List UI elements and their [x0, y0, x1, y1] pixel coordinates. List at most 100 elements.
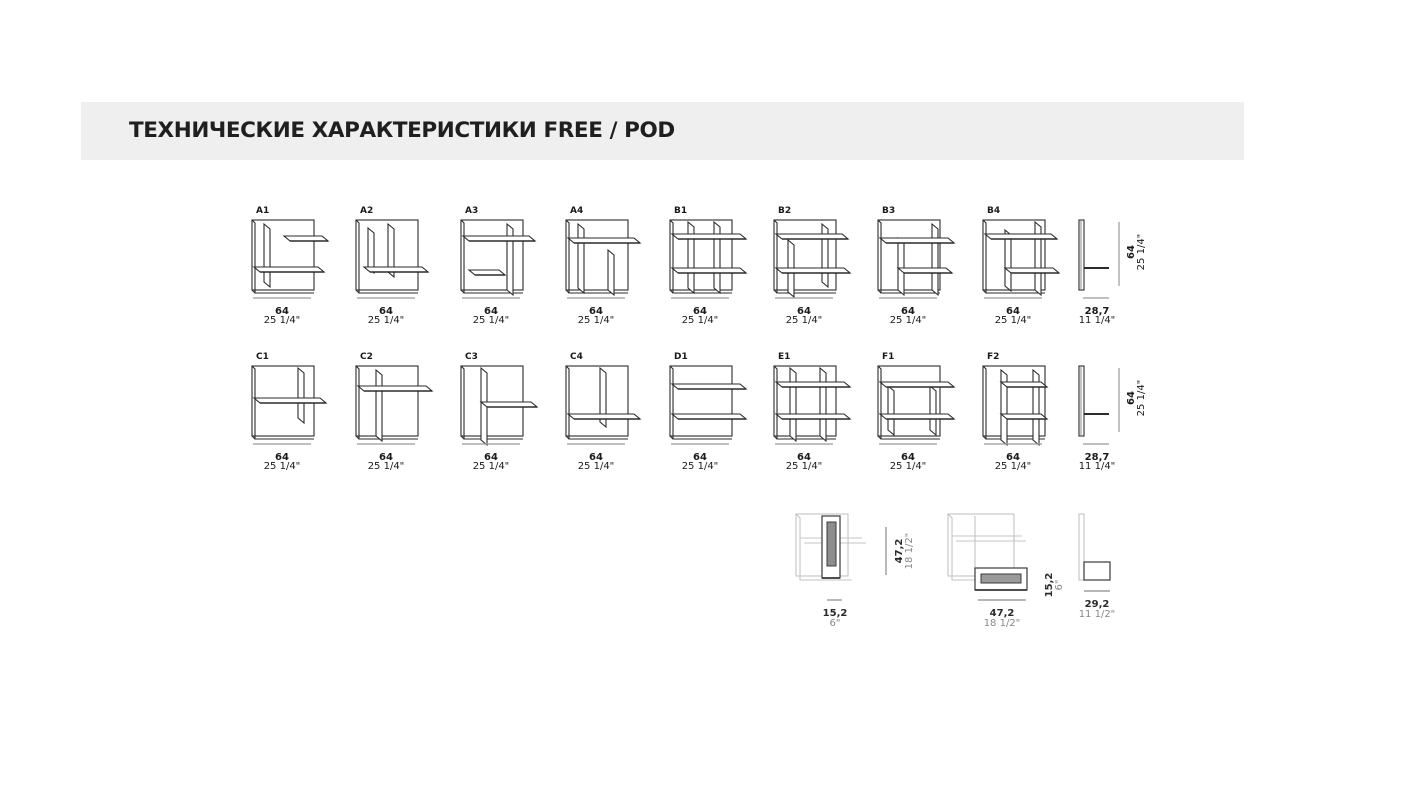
width-cm: 64: [901, 306, 915, 317]
width-in: 25 1/4": [682, 461, 719, 472]
side-depth-cm: 28,7: [1085, 306, 1110, 317]
side-height-in: 25 1/4": [1136, 380, 1147, 417]
pod-horizontal-width-in: 18 1/2": [984, 618, 1021, 629]
module-drawing: [355, 219, 430, 294]
module-code: A4: [570, 206, 583, 216]
module-code: F1: [882, 352, 894, 362]
width-cm: 64: [1006, 306, 1020, 317]
width-in: 25 1/4": [995, 315, 1032, 326]
width-in: 25 1/4": [682, 315, 719, 326]
pod-horizontal-width-cm: 47,2: [990, 608, 1015, 619]
pod-side-depth-cm: 29,2: [1085, 599, 1110, 610]
pod-vertical-height-cm: 47,2: [894, 539, 905, 564]
module-drawing: [669, 365, 748, 440]
width-cm: 64: [589, 306, 603, 317]
width-cm: 64: [484, 306, 498, 317]
pod-horizontal-height-cm: 15,2: [1044, 573, 1055, 598]
module-code: C1: [256, 352, 269, 362]
module-code: B4: [987, 206, 1000, 216]
module-code: C3: [465, 352, 478, 362]
side-depth-in: 11 1/4": [1079, 315, 1116, 326]
width-cm: 64: [275, 306, 289, 317]
width-in: 25 1/4": [368, 315, 405, 326]
pod-horizontal-height-in: 6": [1054, 580, 1065, 591]
module-drawing: [877, 219, 956, 297]
side-height-cm: 64: [1126, 391, 1137, 405]
module-code: B1: [674, 206, 687, 216]
width-in: 25 1/4": [368, 461, 405, 472]
width-cm: 64: [797, 306, 811, 317]
width-in: 25 1/4": [473, 315, 510, 326]
pod-vertical-width-cm: 15,2: [823, 608, 848, 619]
width-cm: 64: [693, 452, 707, 463]
width-cm: 64: [379, 452, 393, 463]
module-drawing: [251, 365, 328, 440]
width-cm: 64: [797, 452, 811, 463]
module-drawing: [669, 219, 748, 295]
module-code: E1: [778, 352, 790, 362]
module-drawing: [982, 219, 1061, 297]
width-cm: 64: [379, 306, 393, 317]
side-height-cm: 64: [1126, 245, 1137, 259]
module-code: B2: [778, 206, 791, 216]
side-depth-cm: 28,7: [1085, 452, 1110, 463]
module-code: B3: [882, 206, 895, 216]
module-drawing: [982, 365, 1049, 447]
module-drawing: [877, 365, 956, 440]
module-code: C4: [570, 352, 583, 362]
module-drawing: [565, 365, 642, 440]
pod-side-depth-in: 11 1/2": [1079, 609, 1116, 620]
width-cm: 64: [1006, 452, 1020, 463]
module-drawing: [773, 219, 852, 299]
module-drawing: [773, 365, 852, 443]
module-code: D1: [674, 352, 688, 362]
pod-vertical-width-in: 6": [830, 618, 841, 629]
width-in: 25 1/4": [786, 461, 823, 472]
module-drawing: [460, 365, 539, 447]
width-cm: 64: [484, 452, 498, 463]
module-drawing: [460, 219, 537, 297]
module-code: F2: [987, 352, 999, 362]
module-code: A2: [360, 206, 373, 216]
section-title: ТЕХНИЧЕСКИЕ ХАРАКТЕРИСТИКИ FREE / POD: [129, 118, 675, 143]
module-code: A1: [256, 206, 269, 216]
width-in: 25 1/4": [264, 461, 301, 472]
width-cm: 64: [901, 452, 915, 463]
width-in: 25 1/4": [578, 315, 615, 326]
side-height-in: 25 1/4": [1136, 234, 1147, 271]
width-in: 25 1/4": [786, 315, 823, 326]
module-drawing: [355, 365, 434, 443]
width-in: 25 1/4": [578, 461, 615, 472]
width-cm: 64: [275, 452, 289, 463]
width-in: 25 1/4": [264, 315, 301, 326]
module-drawing: [251, 219, 330, 294]
side-depth-in: 11 1/4": [1079, 461, 1116, 472]
width-in: 25 1/4": [995, 461, 1032, 472]
pod-vertical-height-in: 18 1/2": [904, 533, 915, 570]
section-header: ТЕХНИЧЕСКИЕ ХАРАКТЕРИСТИКИ FREE / POD: [81, 102, 1244, 160]
width-in: 25 1/4": [473, 461, 510, 472]
width-cm: 64: [693, 306, 707, 317]
width-in: 25 1/4": [890, 315, 927, 326]
